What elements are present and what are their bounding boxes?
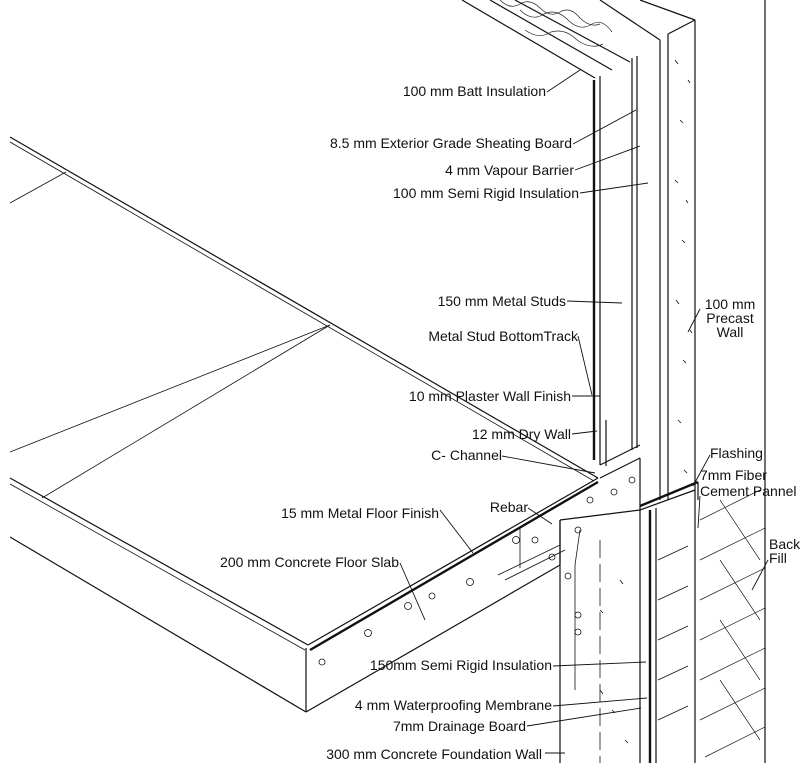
label-fiber-cement-2: Cement Pannel: [700, 483, 797, 499]
label-vapour-barrier: 4 mm Vapour Barrier: [445, 162, 574, 178]
label-floor-finish: 15 mm Metal Floor Finish: [281, 505, 439, 521]
foundation-assembly: [559, 480, 766, 763]
label-precast-wall-1: 100 mm: [705, 296, 756, 312]
label-bottom-track: Metal Stud BottomTrack: [428, 328, 579, 344]
label-sheathing-board: 8.5 mm Exterior Grade Sheating Board: [330, 135, 572, 151]
label-fiber-cement-1: 7mm Fiber: [700, 467, 767, 483]
label-drainage-board: 7mm Drainage Board: [393, 718, 526, 734]
floor-assembly: [9, 136, 641, 713]
label-rebar: Rebar: [490, 499, 528, 515]
label-precast-wall-3: Wall: [717, 324, 744, 340]
label-plaster-finish: 10 mm Plaster Wall Finish: [409, 388, 571, 404]
label-batt-insulation: 100 mm Batt Insulation: [403, 83, 546, 99]
label-semi-rigid-insulation-foundation: 150mm Semi Rigid Insulation: [370, 657, 552, 673]
label-flashing: Flashing: [710, 445, 763, 461]
upper-wall-assembly: [461, 0, 766, 763]
leader-lines: [399, 69, 769, 754]
label-foundation-wall: 300 mm Concrete Foundation Wall: [326, 746, 542, 762]
label-floor-slab: 200 mm Concrete Floor Slab: [220, 554, 399, 570]
label-group: 100 mm Batt Insulation 8.5 mm Exterior G…: [220, 83, 801, 762]
label-dry-wall: 12 mm Dry Wall: [472, 426, 571, 442]
label-precast-wall-2: Precast: [706, 310, 754, 326]
label-semi-rigid-insulation-wall: 100 mm Semi Rigid Insulation: [393, 185, 579, 201]
label-back-fill-1: Back: [769, 536, 801, 552]
label-back-fill-2: Fill: [769, 550, 787, 566]
label-c-channel: C- Channel: [431, 447, 502, 463]
label-metal-studs: 150 mm Metal Studs: [438, 293, 566, 309]
label-waterproofing-membrane: 4 mm Waterproofing Membrane: [355, 697, 552, 713]
